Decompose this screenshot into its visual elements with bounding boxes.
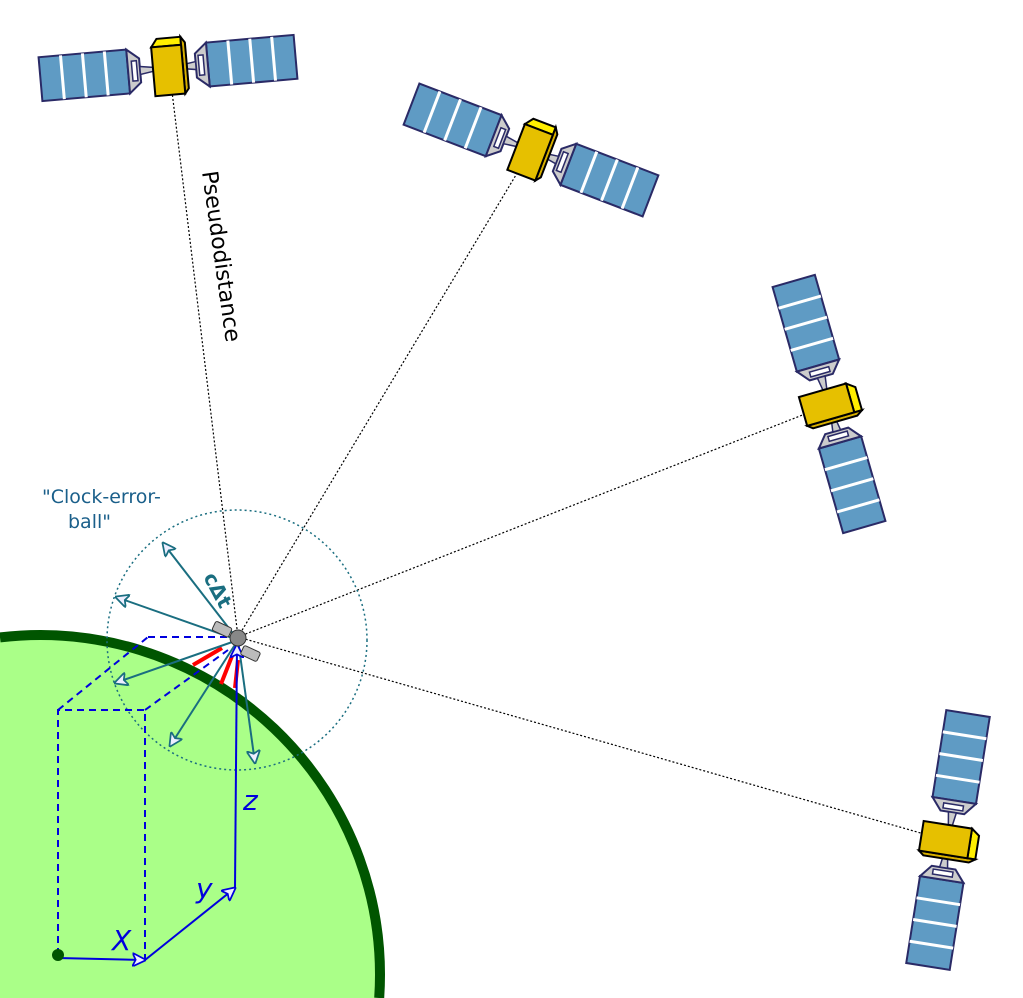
clock-error-ball <box>106 509 368 771</box>
clock-error-arrows <box>115 543 255 763</box>
earth <box>0 635 380 998</box>
clock-error-ball-label-1: "Clock-error- <box>42 486 161 508</box>
clock-arrow <box>115 639 239 683</box>
x-axis-label: X <box>110 924 132 957</box>
pseudorange-line-4 <box>237 636 946 841</box>
z-axis-arrow <box>235 645 237 889</box>
clock-arrow <box>163 543 239 641</box>
earth-center-dot <box>52 949 64 961</box>
coordinate-projection-box <box>57 636 236 960</box>
satellite-3 <box>766 271 895 536</box>
x-axis-arrow <box>57 958 145 960</box>
clock-error-ball-label-2: ball" <box>68 511 111 533</box>
clock-arrow <box>170 639 239 746</box>
coordinate-axes <box>57 645 237 961</box>
y-axis-label: y <box>195 872 213 905</box>
receiver <box>211 621 261 662</box>
pseudorange-line-3 <box>237 404 829 638</box>
satellite-2 <box>400 74 663 223</box>
clock-arrow <box>237 639 255 763</box>
pseudorange-line-2 <box>237 154 529 638</box>
pseudorange-lines <box>169 74 946 841</box>
pseudorange-line-1 <box>169 74 239 638</box>
z-axis-label: z <box>242 784 259 817</box>
y-axis-arrow <box>144 888 235 961</box>
pseudodistance-label: Pseudodistance <box>196 169 245 343</box>
satellite-1 <box>36 25 300 108</box>
c-delta-t-label: cΔt <box>199 568 238 612</box>
satellite-4 <box>899 707 1000 973</box>
earth-outline <box>0 630 385 998</box>
